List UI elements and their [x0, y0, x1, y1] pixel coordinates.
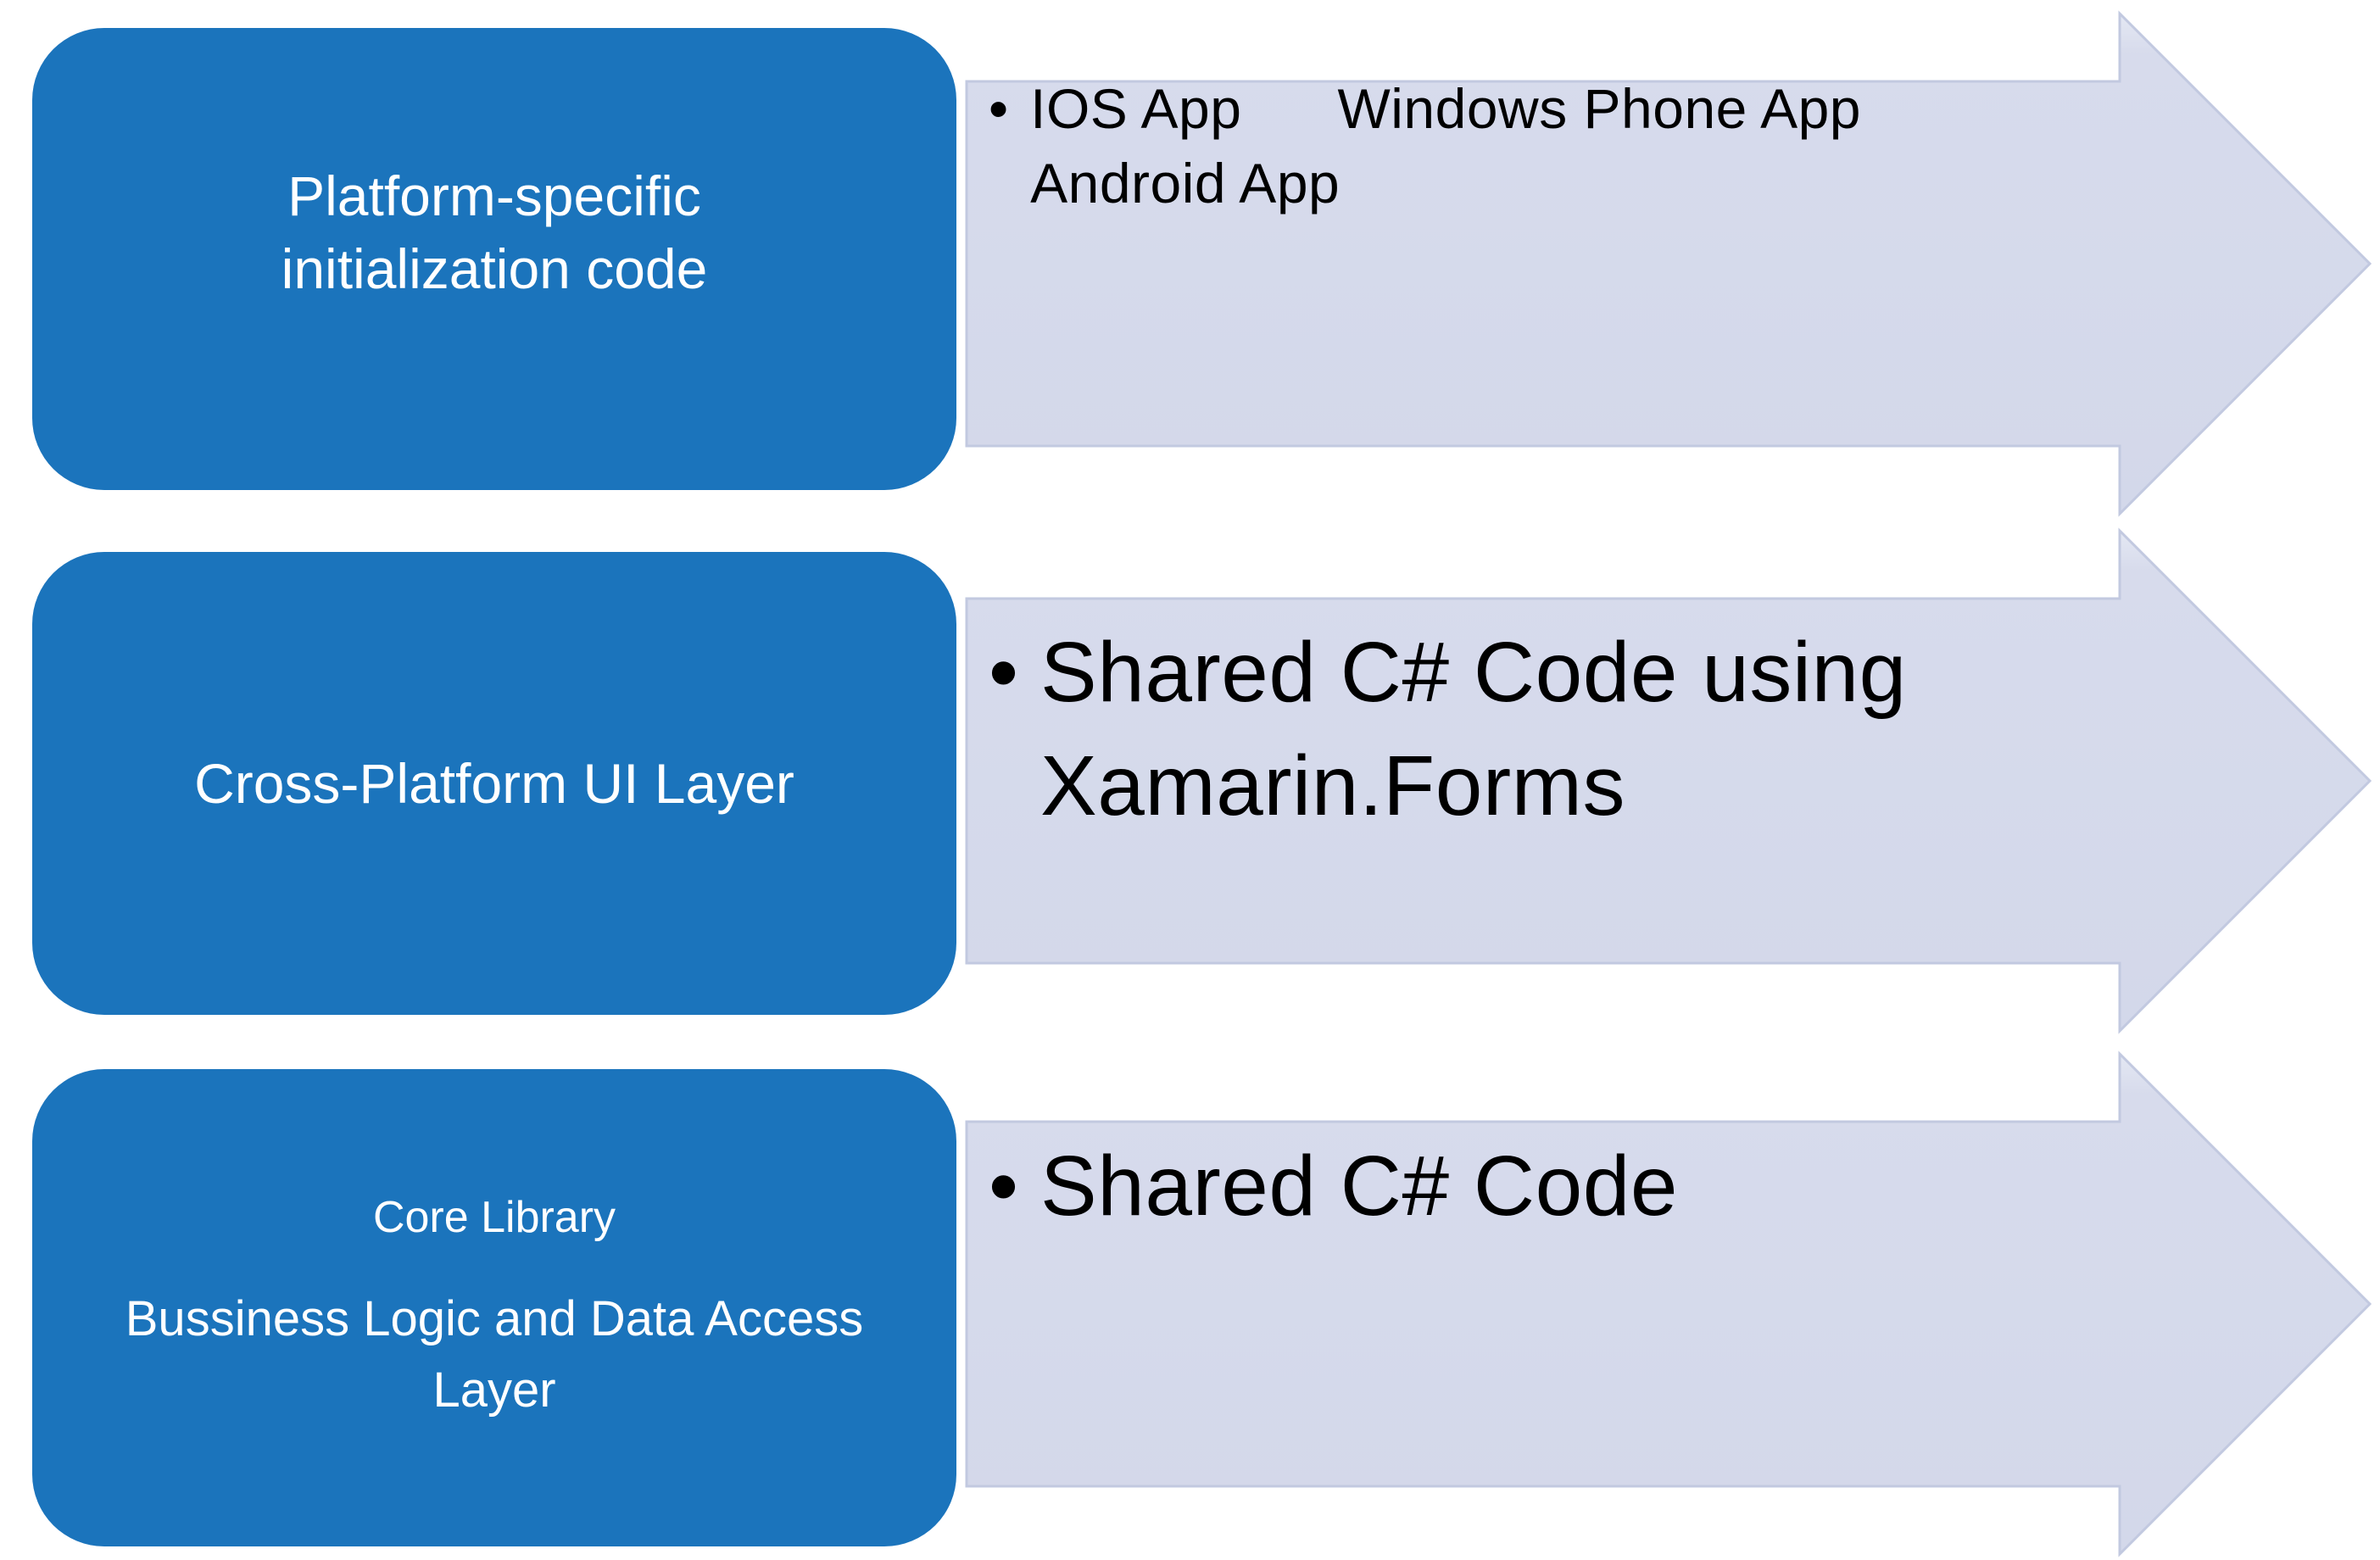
arrow-text-ui-layer: • Shared C# Code using Xamarin.Forms — [989, 616, 2243, 843]
right-arrow-shape-core-library — [965, 1050, 2372, 1557]
arrow-polygon — [965, 527, 2372, 1034]
box-core-library: Core Library Bussiness Logic and Data Ac… — [32, 1069, 956, 1546]
arrow-text-content: Shared C# Code using Xamarin.Forms — [1040, 625, 1907, 833]
box-label: Platform-specific initialization code — [281, 164, 708, 300]
bullet-icon: • — [989, 625, 1019, 720]
arrow-text-platform: • IOS App Windows Phone App Android App — [989, 71, 2243, 220]
arrow-text-content: IOS App Windows Phone App Android App — [1030, 77, 1862, 214]
arrow-polygon — [965, 1050, 2372, 1557]
right-arrow-shape-ui-layer — [965, 527, 2372, 1034]
box-label: Cross-Platform UI Layer — [194, 752, 794, 815]
arrow-text-core-library: • Shared C# Code — [989, 1129, 2243, 1243]
right-arrow-shape-platform — [965, 10, 2372, 517]
arrow-polygon — [965, 10, 2372, 517]
arrow-text-content: Shared C# Code — [1040, 1139, 1678, 1234]
box-platform-specific-initialization: Platform-specific initialization code — [32, 28, 956, 490]
bullet-icon: • — [989, 77, 1009, 140]
box-label: Core Library — [372, 1192, 616, 1242]
bullet-icon: • — [989, 1139, 1019, 1234]
box-sublabel: Bussiness Logic and Data Access Layer — [125, 1290, 864, 1418]
box-cross-platform-ui-layer: Cross-Platform UI Layer — [32, 552, 956, 1015]
